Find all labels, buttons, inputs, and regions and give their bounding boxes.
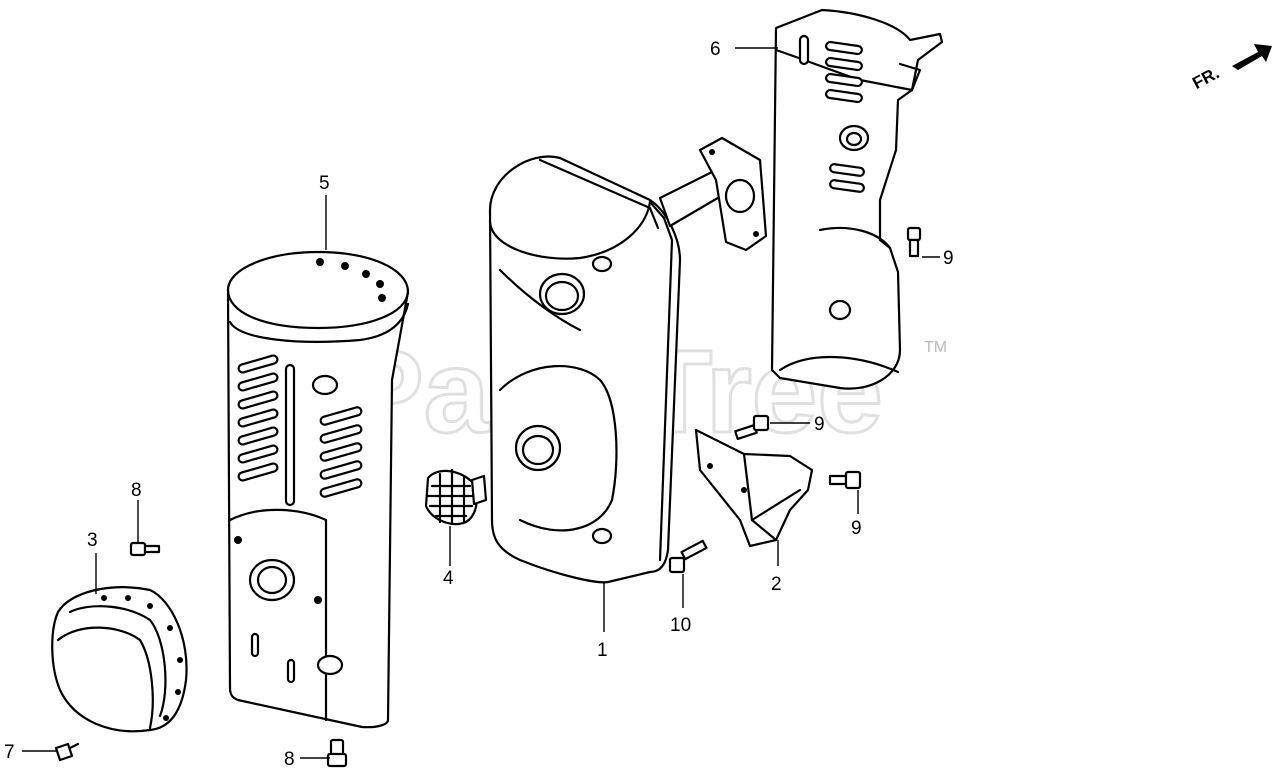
callout-2: 2 [771, 574, 782, 595]
part-arrester-screen [424, 468, 488, 526]
callout-4: 4 [443, 568, 454, 589]
part-screw-9-middle [734, 414, 770, 440]
callout-9-middle: 9 [814, 414, 825, 435]
part-screw-7 [54, 742, 80, 762]
part-end-cap [51, 586, 188, 733]
protector-vent-slots-right [319, 406, 363, 498]
callout-3: 3 [87, 530, 98, 551]
part-bolt-10 [668, 539, 708, 574]
callout-9-lower: 9 [851, 518, 862, 539]
callout-6: 6 [710, 39, 721, 60]
part-screw-8-upper [129, 541, 161, 557]
callout-5: 5 [319, 173, 330, 194]
part-muffler-protector-outer [226, 250, 410, 729]
callout-9-upper: 9 [943, 248, 954, 269]
part-screw-9-upper [906, 226, 922, 258]
callout-labels: 1 2 3 4 5 6 7 8 8 9 9 9 10 [4, 39, 954, 770]
front-direction-indicator: FR. [1189, 44, 1272, 93]
watermark-trademark: TM [924, 339, 947, 356]
leader-lines [22, 47, 940, 759]
callout-10: 10 [670, 615, 691, 636]
callout-8-lower: 8 [284, 749, 295, 770]
part-bracket [694, 428, 814, 548]
inner-vent-slots [825, 40, 865, 193]
callout-7: 7 [4, 742, 15, 763]
part-screw-9-lower [828, 470, 862, 490]
callout-1: 1 [597, 640, 608, 661]
callout-8-upper: 8 [131, 480, 142, 501]
part-screw-8-lower [326, 738, 348, 768]
part-muffler [488, 136, 768, 584]
front-arrow-icon [1232, 44, 1272, 70]
protector-vent-slots-left [237, 354, 279, 482]
part-muffler-protector-inner [770, 8, 944, 390]
front-label: FR. [1189, 63, 1222, 93]
